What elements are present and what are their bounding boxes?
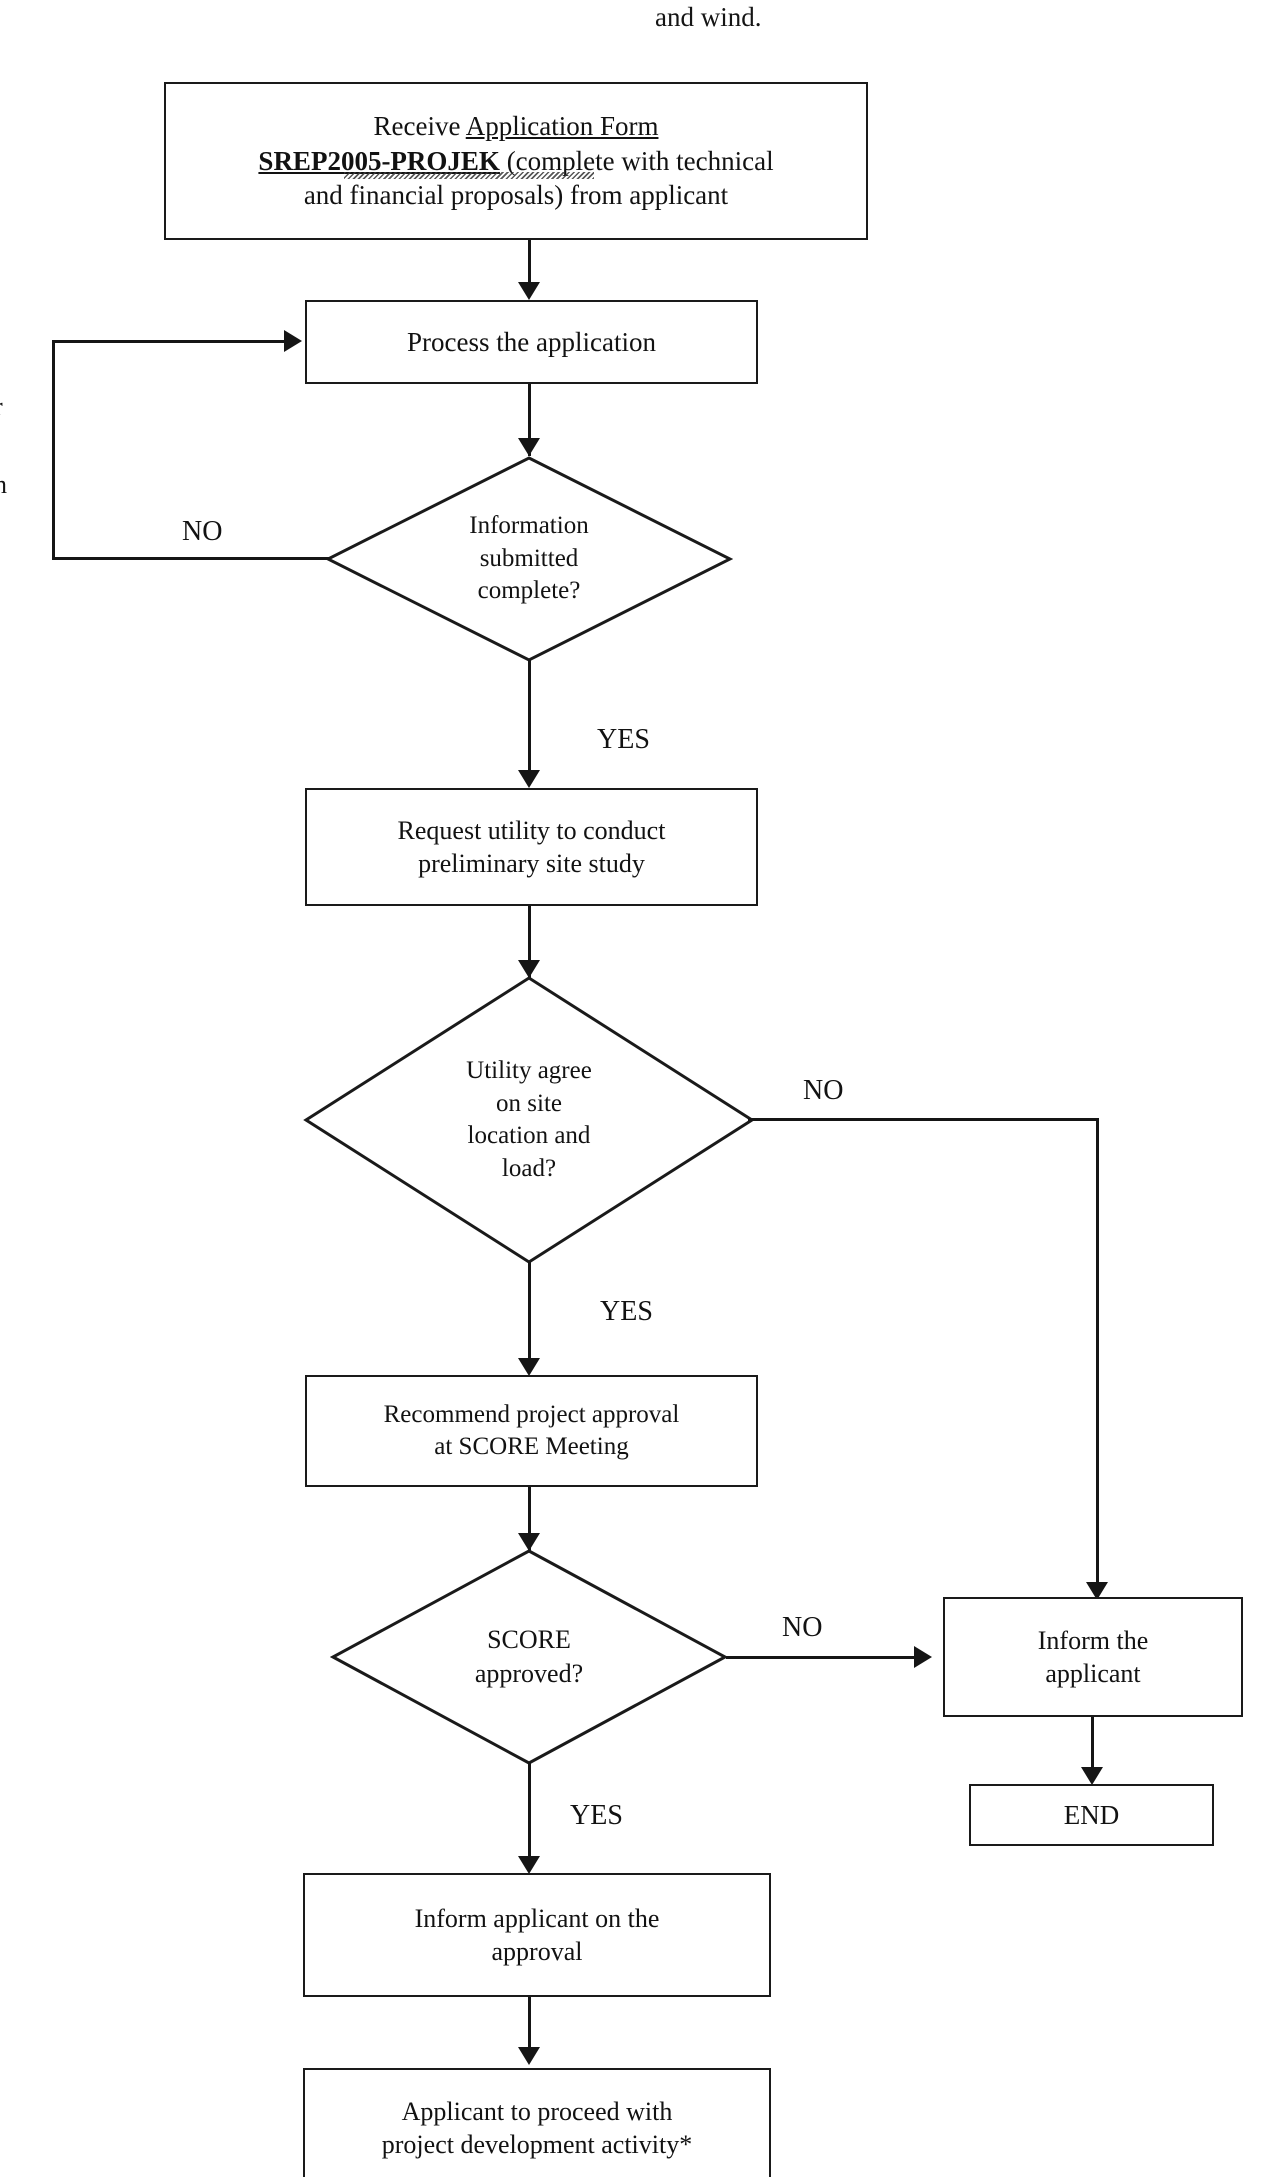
arrowhead-recommend-to-score-decision xyxy=(518,1533,540,1551)
edge-label-utility-yes: YES xyxy=(600,1296,653,1327)
node-recommend-project-approval[interactable]: Recommend project approval at SCORE Meet… xyxy=(305,1375,758,1487)
connector-recommend-to-score-decision xyxy=(528,1487,531,1551)
decision-diamond-shape xyxy=(330,1549,728,1765)
edge-label-info-no: NO xyxy=(182,516,223,547)
arrowhead-receive-to-process xyxy=(518,282,540,300)
arrowhead-info-yes-to-request-utility xyxy=(518,770,540,788)
connector-score-yes-to-inform-approval xyxy=(528,1762,531,1870)
decision-diamond-shape xyxy=(303,976,755,1264)
connector-score-no-horizontal xyxy=(726,1656,918,1659)
connector-utility-no-horizontal xyxy=(748,1118,1098,1121)
end-label: END xyxy=(1063,1799,1120,1830)
receive-line1-plain: Receive xyxy=(373,111,466,142)
node-end[interactable]: END xyxy=(969,1784,1214,1846)
edge-label-utility-no: NO xyxy=(803,1075,844,1106)
node-inform-the-applicant[interactable]: Inform the applicant xyxy=(943,1597,1243,1717)
connector-inform-approval-to-proceed xyxy=(528,1997,531,2059)
margin-text-fragment-3: n xyxy=(0,470,7,499)
receive-line-1: Receive Application Form xyxy=(258,109,773,144)
edge-label-score-yes: YES xyxy=(570,1800,623,1831)
recommend-approval-line-2: at SCORE Meeting xyxy=(434,1433,629,1460)
proceed-development-line-2: project development activity* xyxy=(381,2130,693,2159)
node-request-utility-site-study[interactable]: Request utility to conduct preliminary s… xyxy=(305,788,758,906)
edge-label-info-yes: YES xyxy=(597,724,650,755)
arrowhead-info-no-to-process xyxy=(284,330,302,352)
recommend-approval-line-1: Recommend project approval xyxy=(383,1401,680,1428)
arrowhead-utility-no-to-inform-applicant xyxy=(1086,1582,1108,1600)
arrowhead-utility-yes-to-recommend xyxy=(518,1358,540,1376)
node-information-submitted-complete[interactable]: Information submitted complete? xyxy=(325,455,733,663)
request-utility-line-1: Request utility to conduct xyxy=(397,815,666,845)
edge-label-score-no: NO xyxy=(782,1612,823,1643)
process-application-label: Process the application xyxy=(407,326,656,357)
spellcheck-squiggle-icon xyxy=(344,172,595,180)
connector-utility-yes-to-recommend xyxy=(528,1262,531,1372)
receive-line1-underlined: Application Form xyxy=(465,111,659,142)
inform-applicant-line-2: applicant xyxy=(1045,1659,1141,1688)
inform-applicant-line-1: Inform the xyxy=(1037,1625,1149,1655)
connector-receive-to-process xyxy=(528,240,531,288)
node-process-the-application[interactable]: Process the application xyxy=(305,300,758,384)
inform-approval-line-1: Inform applicant on the xyxy=(414,1903,660,1933)
connector-info-no-return-horizontal xyxy=(52,340,284,343)
node-receive-application-form[interactable]: Receive Application Form SREP2005-PROJEK… xyxy=(164,82,868,240)
node-inform-applicant-on-approval[interactable]: Inform applicant on the approval xyxy=(303,1873,771,1997)
connector-utility-no-vertical xyxy=(1096,1118,1099,1597)
arrowhead-score-yes-to-inform-approval xyxy=(518,1856,540,1874)
node-utility-agree-site-location-load[interactable]: Utility agree on site location and load? xyxy=(303,975,755,1265)
connector-info-yes-to-request-utility xyxy=(528,660,531,782)
node-applicant-proceed-project-development[interactable]: Applicant to proceed with project develo… xyxy=(303,2068,771,2177)
connector-inform-applicant-to-end xyxy=(1091,1717,1094,1775)
paragraph-tail-text: and wind. xyxy=(655,2,762,32)
receive-application-code: SREP2005-PROJEK xyxy=(258,145,500,176)
connector-request-utility-to-utility-decision xyxy=(528,906,531,984)
connector-info-no-vertical xyxy=(52,340,55,560)
connector-process-to-info-decision xyxy=(528,384,531,456)
receive-line2-rest: (complete with technical xyxy=(499,145,774,176)
proceed-development-line-1: Applicant to proceed with xyxy=(401,2096,673,2126)
node-score-approved[interactable]: SCORE approved? xyxy=(330,1548,728,1766)
receive-line-2: SREP2005-PROJEK (complete with technical xyxy=(258,144,774,180)
arrowhead-inform-applicant-to-end xyxy=(1081,1767,1103,1785)
receive-line-3: and financial proposals) from applicant xyxy=(303,180,729,211)
margin-text-fragment-1: r xyxy=(0,392,3,422)
arrowhead-score-no-to-inform-applicant xyxy=(914,1646,932,1668)
arrowhead-request-utility-to-utility-decision xyxy=(518,960,540,978)
inform-approval-line-2: approval xyxy=(491,1937,583,1966)
arrowhead-process-to-info-decision xyxy=(518,438,540,456)
margin-text-fragment-2: , xyxy=(0,432,1,462)
arrowhead-inform-approval-to-proceed xyxy=(518,2047,540,2065)
request-utility-line-2: preliminary site study xyxy=(418,849,645,878)
connector-info-no-horizontal xyxy=(52,557,330,560)
decision-diamond-shape xyxy=(325,456,733,662)
